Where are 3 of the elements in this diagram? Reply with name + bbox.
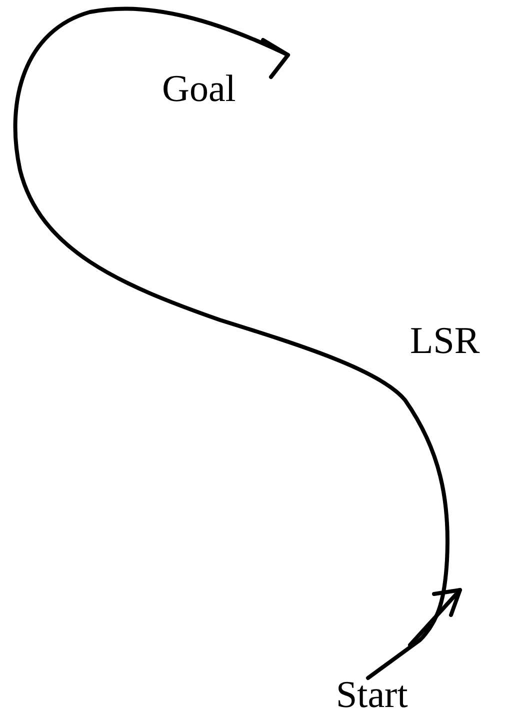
endpoint-label: Start xyxy=(336,676,408,711)
endpoint-label: Goal xyxy=(162,70,236,108)
path-type-label: LSR xyxy=(410,322,480,360)
